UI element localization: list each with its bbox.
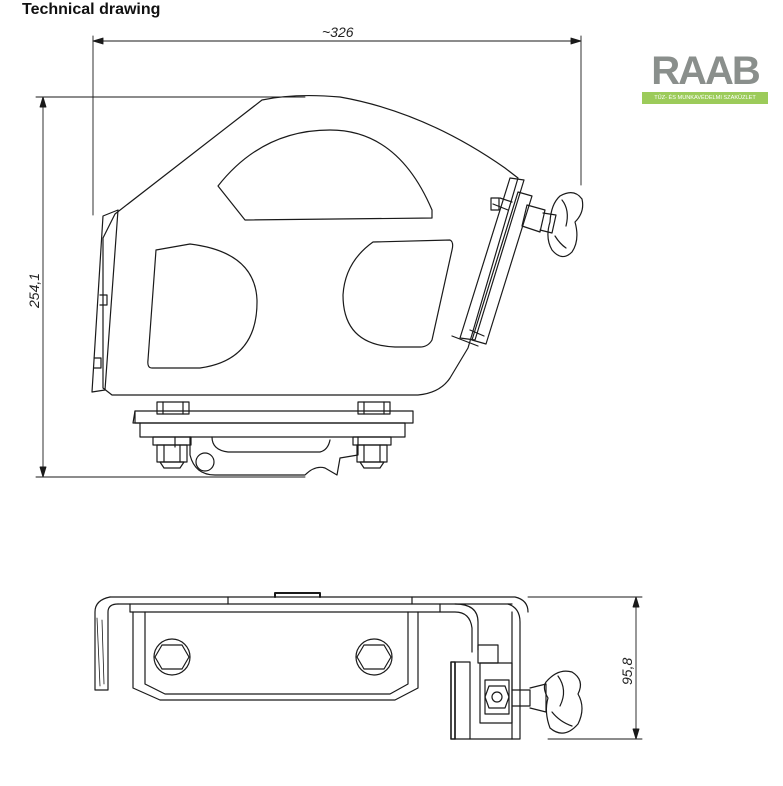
left-cutout — [147, 243, 258, 369]
bolt-left — [152, 401, 192, 469]
logo-subtitle: TŰZ- ÉS MUNKAVÉDELMI SZAKÜZLET — [654, 95, 756, 101]
raab-logo: RAAB TŰZ- ÉS MUNKAVÉDELMI SZAKÜZLET — [640, 49, 770, 104]
top-cutout — [217, 129, 433, 221]
mount-hole — [195, 452, 215, 472]
page-title: Technical drawing — [22, 1, 161, 18]
clamp-knob-bottom — [477, 644, 583, 734]
left-flange — [91, 209, 119, 393]
nut-left — [153, 638, 191, 676]
bracket-plate — [102, 94, 519, 396]
clamp-knob-top — [521, 192, 584, 258]
right-cutout — [342, 239, 454, 348]
depth-label: 95,8 — [619, 658, 635, 685]
front-view: ~326 254,1 — [26, 24, 584, 478]
height-dimension — [35, 96, 306, 478]
logo-wordmark: RAAB — [651, 49, 761, 93]
right-rail — [459, 177, 525, 341]
bolt-right — [352, 401, 392, 469]
top-view: 95,8 — [94, 592, 643, 740]
width-label: ~326 — [322, 24, 354, 40]
nut-right — [355, 638, 393, 676]
width-dimension — [92, 35, 582, 216]
bracket-body-top — [94, 592, 529, 740]
height-label: 254,1 — [26, 273, 42, 309]
depth-dimension — [527, 596, 643, 740]
logo-band — [642, 92, 768, 104]
base-plate — [132, 410, 414, 476]
